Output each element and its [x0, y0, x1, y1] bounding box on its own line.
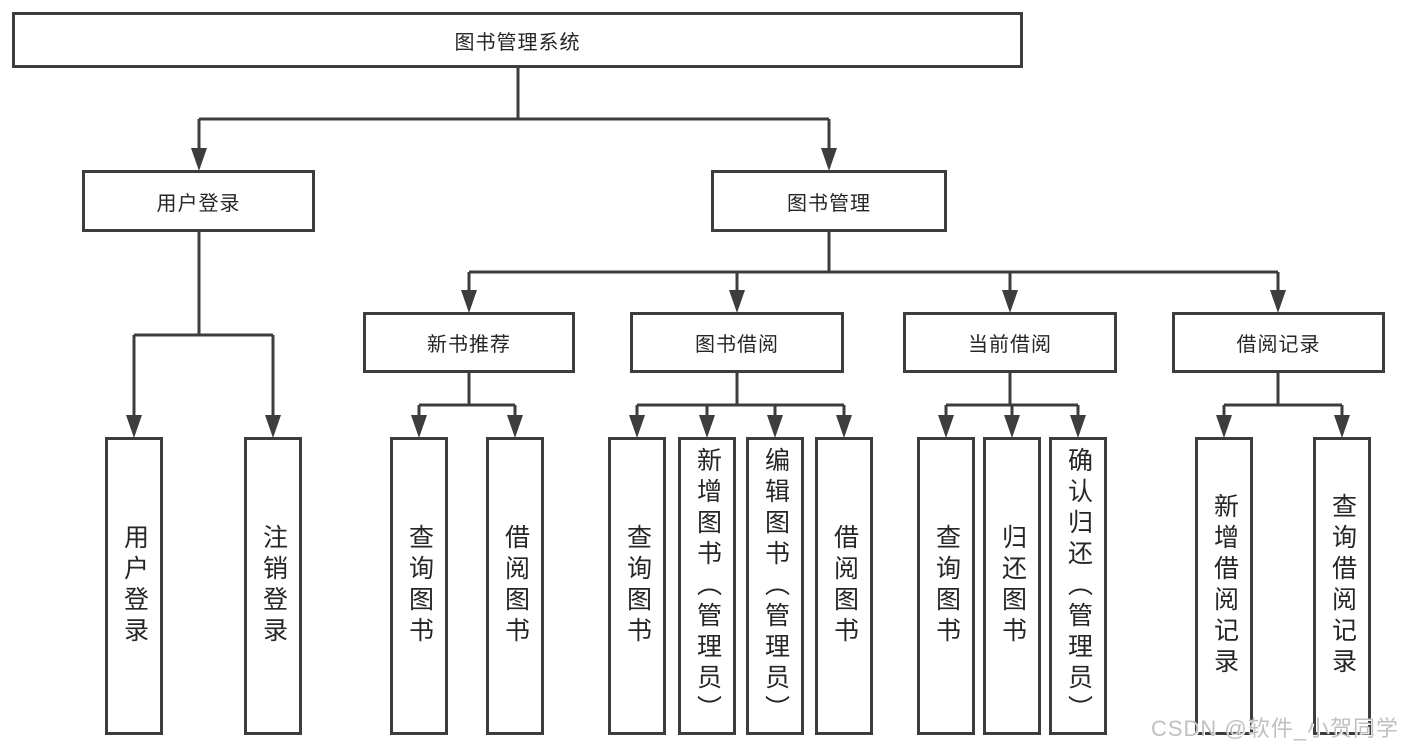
node-new-book-recommendation: 新书推荐	[363, 312, 575, 373]
node-label: 编辑图书（管理员）	[761, 446, 790, 726]
leaf-record-query-borrow-record: 查询借阅记录	[1313, 437, 1371, 735]
node-label: 用户登录	[120, 524, 149, 648]
leaf-recommend-query-books: 查询图书	[390, 437, 448, 735]
node-label: 借阅图书	[501, 524, 530, 648]
leaf-record-add-borrow-record: 新增借阅记录	[1195, 437, 1253, 735]
node-label: 借阅图书	[830, 524, 859, 648]
node-book-management: 图书管理	[711, 170, 947, 232]
node-library-management-system: 图书管理系统	[12, 12, 1023, 68]
leaf-current-query-books: 查询图书	[917, 437, 975, 735]
node-label: 借阅记录	[1236, 334, 1321, 356]
leaf-borrow-add-books-admin: 新增图书（管理员）	[678, 437, 736, 735]
leaf-logout: 注销登录	[244, 437, 302, 735]
leaf-borrow-query-books: 查询图书	[608, 437, 666, 735]
node-label: 新增借阅记录	[1210, 493, 1239, 679]
node-label: 查询图书	[623, 524, 652, 648]
csdn-watermark: CSDN @软件_小贺同学	[1150, 716, 1399, 741]
node-label: 当前借阅	[968, 334, 1052, 356]
leaf-current-confirm-return-admin: 确认归还（管理员）	[1049, 437, 1107, 735]
node-label: 查询图书	[932, 524, 961, 648]
leaf-recommend-borrow-books: 借阅图书	[486, 437, 544, 735]
leaf-borrow-borrow-books: 借阅图书	[815, 437, 873, 735]
node-label: 图书管理	[787, 192, 871, 215]
node-label: 新书推荐	[427, 334, 511, 356]
leaf-current-return-books: 归还图书	[983, 437, 1041, 735]
node-book-borrowing: 图书借阅	[630, 312, 844, 373]
node-label: 查询借阅记录	[1328, 493, 1357, 679]
node-label: 确认归还（管理员）	[1064, 446, 1093, 726]
leaf-borrow-edit-books-admin: 编辑图书（管理员）	[746, 437, 804, 735]
node-current-borrowing: 当前借阅	[903, 312, 1117, 373]
node-label: 查询图书	[405, 524, 434, 648]
node-user-login: 用户登录	[82, 170, 315, 232]
node-label: 归还图书	[998, 524, 1027, 648]
node-label: 图书管理系统	[454, 31, 581, 54]
node-label: 新增图书（管理员）	[693, 446, 722, 726]
node-label: 图书借阅	[695, 334, 779, 356]
node-borrowing-records: 借阅记录	[1172, 312, 1385, 373]
leaf-user-login: 用户登录	[105, 437, 163, 735]
node-label: 注销登录	[259, 524, 288, 648]
node-label: 用户登录	[156, 192, 241, 215]
